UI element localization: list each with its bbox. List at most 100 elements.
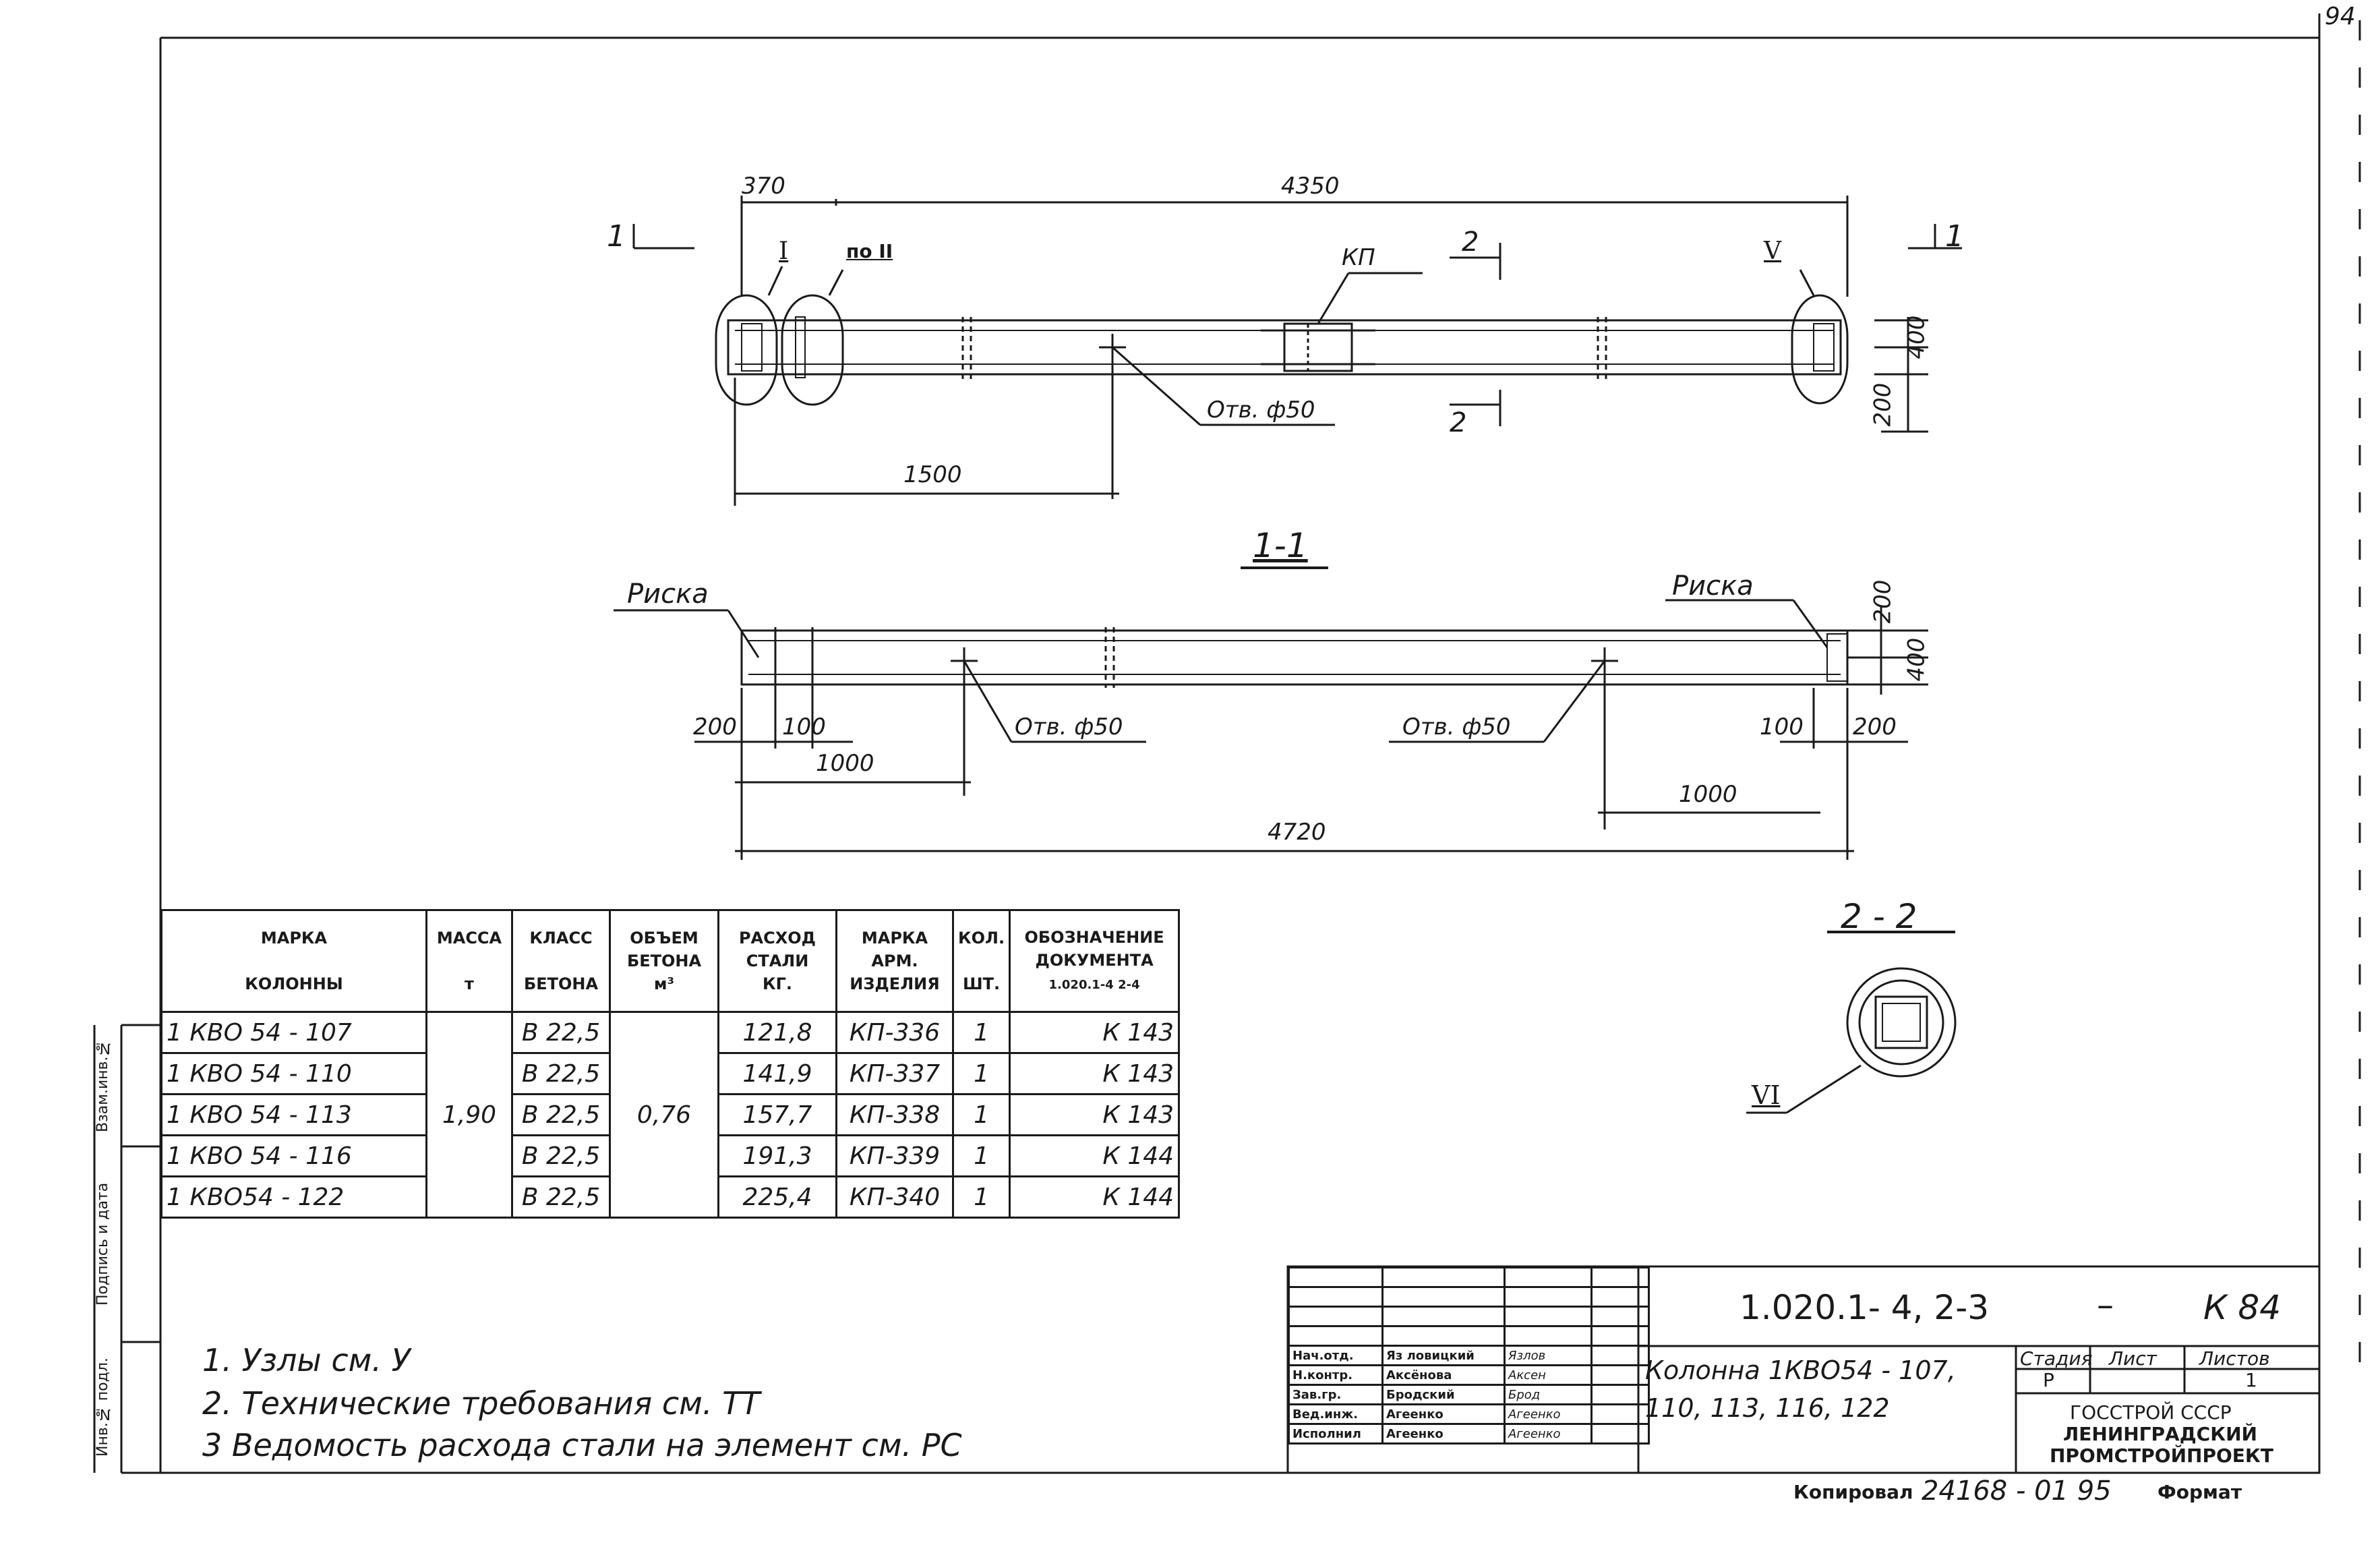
col-header-kol: КОЛ.ШТ. <box>951 909 1011 1013</box>
note-1: 1. Узлы см. У <box>202 1342 411 1378</box>
dim-4350: 4350 <box>1281 173 1340 200</box>
cell-rashod: 157,7 <box>717 1093 837 1136</box>
dim-400-side: 400 <box>1903 637 1930 682</box>
dim-370: 370 <box>742 173 785 200</box>
sheet-number: 94 <box>2325 3 2356 30</box>
signature: Брод <box>1504 1384 1593 1405</box>
role: Н.контр. <box>1288 1364 1384 1386</box>
cell-doc: К 144 <box>1009 1175 1181 1219</box>
cell-arm: КП-340 <box>835 1175 954 1219</box>
cell-doc: К 143 <box>1009 1093 1181 1136</box>
section-mark-1-left: 1 <box>607 219 626 254</box>
stage-value: Р <box>2043 1369 2054 1391</box>
dim-1500: 1500 <box>903 461 962 488</box>
cell-klass: В 22,5 <box>511 1134 611 1177</box>
cell-arm: КП-338 <box>835 1093 954 1136</box>
risk-label-right: Риска <box>1672 571 1754 602</box>
signature: Аксен <box>1504 1364 1593 1386</box>
cell-kol: 1 <box>951 1093 1011 1136</box>
dim-100-right: 100 <box>1760 713 1804 740</box>
sheet-code: К 84 <box>2203 1288 2282 1327</box>
section-mark-2-bottom: 2 <box>1450 407 1467 438</box>
cell-massa: 1,90 <box>425 1011 513 1219</box>
view-title-2-2: 2 - 2 <box>1841 897 1917 936</box>
section-mark-1-right: 1 <box>1945 219 1964 254</box>
side-stamp-vzam: Взам.инв.№ <box>94 1039 111 1132</box>
cell-marka: 1 КВО 54 - 110 <box>160 1052 427 1095</box>
signature: Агеенко <box>1504 1423 1593 1444</box>
role: Вед.инж. <box>1288 1403 1384 1425</box>
cell-rashod: 191,3 <box>717 1134 837 1177</box>
sheets-label: Листов <box>2199 1347 2270 1370</box>
org-line2: ЛЕНИНГРАДСКИЙ <box>2063 1423 2257 1445</box>
table-row: 1 КВО 54 - 116 В 22,5 191,3 КП-339 1 К 1… <box>160 1134 1181 1177</box>
person-name: Бродский <box>1381 1384 1506 1405</box>
cell-klass: В 22,5 <box>511 1093 611 1136</box>
signature: Агеенко <box>1504 1403 1593 1425</box>
person-name: Аксёнова <box>1381 1364 1506 1386</box>
signature-row: Зав.гр. Бродский Брод <box>1288 1384 1650 1405</box>
cell-obem: 0,76 <box>609 1011 719 1219</box>
stage-label: Стадия <box>2020 1347 2093 1370</box>
person-name: Агеенко <box>1381 1403 1506 1425</box>
dim-1000-left: 1000 <box>816 750 874 777</box>
footer-kopiroval: Копировал <box>1793 1481 1913 1503</box>
cell-rashod: 225,4 <box>717 1175 837 1219</box>
cell-marka: 1 КВО54 - 122 <box>160 1175 427 1219</box>
title-dash: – <box>2097 1285 2114 1324</box>
table-row: 1 КВО 54 - 107 1,90 В 22,5 0,76 121,8 КП… <box>160 1011 1181 1219</box>
cell-marka: 1 КВО 54 - 113 <box>160 1093 427 1136</box>
side-stamp-podpis: Подпись и дата <box>94 1182 111 1306</box>
cell-rashod: 121,8 <box>717 1011 837 1054</box>
view-title-1-1: 1-1 <box>1253 526 1308 565</box>
node-label-V: V <box>1764 237 1781 265</box>
kp-label: КП <box>1342 244 1375 271</box>
side-stamp-inv: Инв.№ подл. <box>94 1358 111 1457</box>
cell-arm: КП-339 <box>835 1134 954 1177</box>
document-code: 1.020.1- 4, 2-3 <box>1739 1288 1990 1327</box>
table-row: 1 КВО 54 - 110 В 22,5 141,9 КП-337 1 К 1… <box>160 1052 1181 1095</box>
cell-kol: 1 <box>951 1011 1011 1054</box>
signature: Язлов <box>1504 1345 1593 1366</box>
signature-table: Нач.отд. Яз ловицкий Язлов Н.контр. Аксё… <box>1288 1266 1650 1444</box>
cell-kol: 1 <box>951 1052 1011 1095</box>
cell-kol: 1 <box>951 1175 1011 1219</box>
table-row: 1 КВО 54 - 113 В 22,5 157,7 КП-338 1 К 1… <box>160 1093 1181 1136</box>
sheet-label: Лист <box>2109 1347 2157 1370</box>
dim-200-top: 200 <box>1869 382 1897 427</box>
org-line3: ПРОМСТРОЙПРОЕКТ <box>2050 1444 2273 1467</box>
hole-label-top: Отв. ф50 <box>1207 397 1315 424</box>
section-mark-2-top: 2 <box>1462 227 1479 258</box>
cell-doc: К 143 <box>1009 1052 1181 1095</box>
cell-klass: В 22,5 <box>511 1175 611 1219</box>
role: Нач.отд. <box>1288 1345 1384 1366</box>
cell-doc: К 144 <box>1009 1134 1181 1177</box>
hole-label-left: Отв. ф50 <box>1015 713 1123 740</box>
note-2: 2. Технические требования см. ТТ <box>202 1385 761 1422</box>
item-name-line2: 110, 113, 116, 122 <box>1645 1393 1890 1423</box>
role: Зав.гр. <box>1288 1384 1384 1405</box>
dim-200-bottom-left: 200 <box>693 713 737 740</box>
cell-marka: 1 КВО 54 - 116 <box>160 1134 427 1177</box>
node-label-VI: VI <box>1752 1080 1781 1110</box>
org-line1: ГОССТРОЙ СССР <box>2070 1401 2232 1424</box>
role: Исполнил <box>1288 1423 1384 1444</box>
table-row: 1 КВО54 - 122 В 22,5 225,4 КП-340 1 К 14… <box>160 1175 1181 1219</box>
node-label-II: по II <box>846 240 893 262</box>
signature-row: Вед.инж. Агеенко Агеенко <box>1288 1403 1650 1425</box>
item-name-line1: Колонна 1КВО54 - 107, <box>1645 1355 1956 1385</box>
cell-arm: КП-336 <box>835 1011 954 1054</box>
dim-4720: 4720 <box>1268 819 1326 846</box>
person-name: Агеенко <box>1381 1423 1506 1444</box>
risk-label-left: Риска <box>627 579 709 610</box>
dim-400-top: 400 <box>1903 315 1930 359</box>
